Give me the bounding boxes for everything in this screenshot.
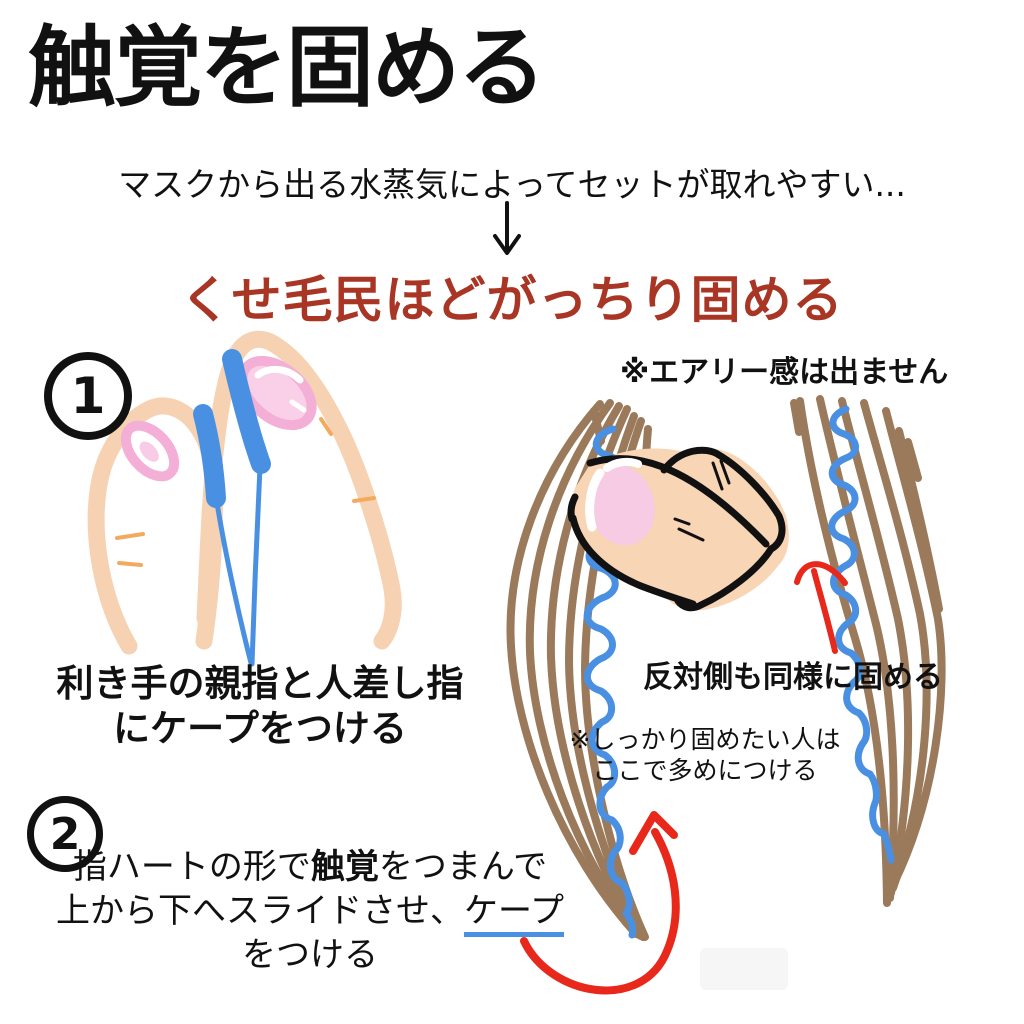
step1-number: 1 bbox=[70, 367, 106, 425]
step2-line1-pre: 指ハートの形で bbox=[72, 847, 311, 887]
note-firm-line2: ここで多めにつける bbox=[592, 756, 818, 786]
step2-cape-underlined: ケープ bbox=[464, 891, 564, 938]
step2-line1-bold: 触覚 bbox=[310, 847, 379, 887]
note-airy: ※エアリー感は出ません bbox=[620, 355, 949, 390]
page-title: 触覚を固める bbox=[28, 16, 546, 119]
step1-number-badge: 1 bbox=[44, 352, 132, 440]
note-opposite: 反対側も同様に固める bbox=[643, 660, 943, 695]
pinch-fingers-cape-illustration bbox=[87, 330, 402, 667]
step1-line2: にケープをつける bbox=[113, 707, 407, 751]
note-firm-line1: ※しっかり固めたい人は bbox=[569, 725, 841, 754]
step2-caption: 指ハートの形で触覚をつまんで 上から下へスライドさせ、ケープ をつける bbox=[55, 845, 565, 978]
slide-direction-arrow-icon bbox=[520, 811, 680, 995]
note-firm: ※しっかり固めたい人は ここで多めにつける bbox=[545, 724, 865, 787]
step2-number-badge: 2 bbox=[27, 796, 103, 872]
step2-line3: をつける bbox=[242, 935, 378, 976]
highlight-heading: くせ毛民ほどがっちり固める bbox=[180, 271, 844, 329]
subtitle: マスクから出る水蒸気によってセットが取れやすい... bbox=[118, 165, 906, 204]
watermark bbox=[700, 948, 788, 990]
step1-line1: 利き手の親指と人差し指 bbox=[56, 662, 464, 705]
step2-line1-post: をつまんで bbox=[378, 847, 548, 887]
step2-number: 2 bbox=[49, 808, 81, 860]
step1-caption: 利き手の親指と人差し指 にケープをつける bbox=[25, 661, 495, 751]
flow-down-arrow-icon bbox=[493, 201, 521, 255]
step2-line2-pre: 上から下へスライドさせ、 bbox=[56, 891, 465, 932]
opposite-side-arrow-icon bbox=[794, 561, 848, 654]
hair-pinch-illustration bbox=[506, 395, 946, 941]
